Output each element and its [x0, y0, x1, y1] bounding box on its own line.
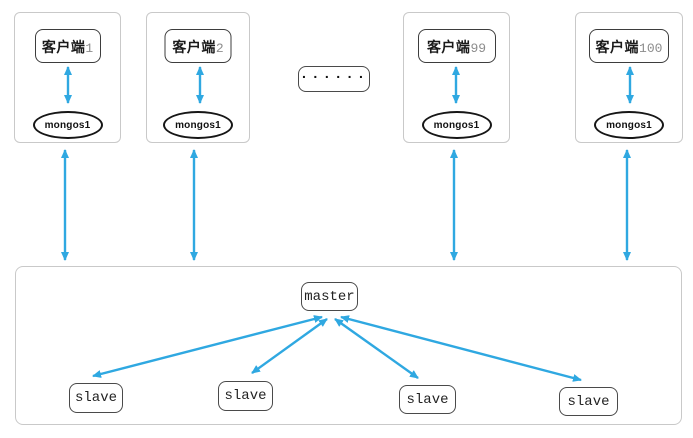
slave-node-4: slave — [559, 387, 618, 416]
client-number: 99 — [470, 41, 487, 56]
client-label: 客户端 — [172, 39, 216, 55]
client-number: 100 — [639, 41, 663, 56]
mongos-node-1: mongos1 — [32, 111, 103, 139]
mongos-node-99: mongos1 — [421, 111, 492, 139]
ellipsis-dots: ...... — [299, 67, 369, 83]
slave-node-3: slave — [399, 385, 456, 414]
master-node: master — [301, 282, 358, 311]
slave-node-2: slave — [218, 381, 273, 411]
mongos-label: mongos1 — [433, 119, 480, 131]
client-label: 客户端 — [426, 39, 471, 55]
replica-set-container: master slave slave slave slave — [15, 266, 682, 425]
client-number: 2 — [215, 41, 224, 56]
client-number: 1 — [85, 41, 94, 56]
mongos-label: mongos1 — [44, 119, 91, 131]
mongos-node-2: mongos1 — [163, 111, 233, 139]
mongos-label: mongos1 — [175, 119, 221, 131]
mongos-node-100: mongos1 — [594, 111, 664, 139]
mongos-label: mongos1 — [606, 119, 652, 131]
client-label: 客户端 — [595, 39, 640, 55]
client-label: 客户端 — [41, 39, 86, 55]
ellipsis-box: ...... — [298, 66, 370, 92]
slave-node-1: slave — [69, 383, 123, 413]
